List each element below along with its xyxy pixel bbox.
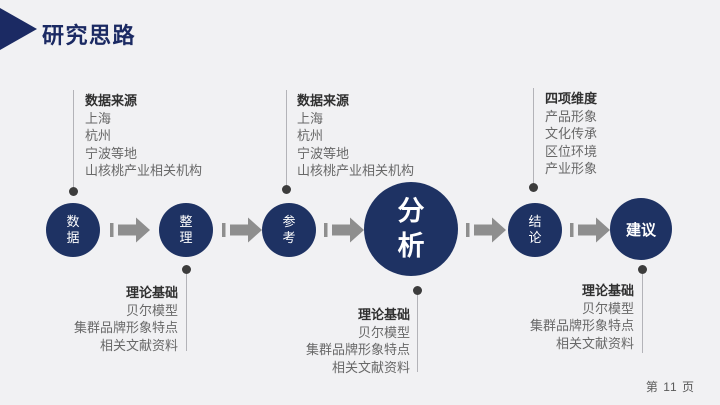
connector-line (642, 274, 643, 353)
note-item: 山核桃产业相关机构 (85, 163, 203, 178)
note-data-source-2: 数据来源 上海 杭州 宁波等地 山核桃产业相关机构 (297, 92, 414, 180)
note-item: 贝尔模型 (581, 300, 634, 316)
flow-step-data: 数据 (46, 203, 100, 257)
note-theory-basis-3: 理论基础 贝尔模型 集群品牌形象特点 相关文献资料 (530, 282, 634, 352)
flow-arrow-icon (570, 217, 610, 243)
connector-line (533, 88, 534, 183)
title-arrow-icon (0, 8, 37, 50)
note-theory-basis-2: 理论基础 贝尔模型 集群品牌形象特点 相关文献资料 (306, 306, 410, 376)
connector-dot (69, 187, 78, 196)
note-item: 贝尔模型 (357, 324, 410, 340)
flow-step-label: 整理 (179, 213, 193, 245)
flow-arrow-icon (222, 217, 262, 243)
note-item: 上海 (297, 110, 324, 126)
note-title: 数据来源 (297, 93, 350, 108)
note-theory-basis-1: 理论基础 贝尔模型 集群品牌形象特点 相关文献资料 (74, 284, 178, 354)
note-four-dimensions: 四项维度 产品形象 文化传承 区位环境 产业形象 (545, 90, 597, 178)
note-item: 相关文献资料 (99, 337, 178, 353)
note-item: 文化传承 (545, 126, 598, 141)
flow-step-label: 结论 (528, 213, 542, 245)
connector-dot (413, 286, 422, 295)
flow-step-organize: 整理 (159, 203, 213, 257)
note-item: 杭州 (85, 128, 112, 143)
connector-line (417, 295, 418, 372)
flow-arrow-icon (110, 217, 150, 243)
note-item: 宁波等地 (297, 145, 350, 161)
connector-line (73, 90, 74, 187)
note-item: 相关文献资料 (555, 335, 634, 351)
note-title: 理论基础 (581, 283, 634, 298)
flow-step-label: 建议 (625, 221, 656, 239)
note-title: 数据来源 (85, 93, 138, 108)
note-item: 相关文献资料 (331, 359, 410, 375)
note-item: 集群品牌形象特点 (73, 320, 178, 335)
flow-step-suggestion: 建议 (610, 198, 672, 260)
note-data-source-1: 数据来源 上海 杭州 宁波等地 山核桃产业相关机构 (85, 92, 202, 180)
note-item: 集群品牌形象特点 (305, 342, 410, 357)
note-item: 区位环境 (545, 143, 598, 159)
flow-step-label: 数据 (66, 213, 80, 245)
flow-step-analysis: 分析 (364, 182, 458, 276)
connector-dot (182, 265, 191, 274)
note-item: 山核桃产业相关机构 (297, 163, 415, 178)
connector-dot (638, 265, 647, 274)
connector-dot (529, 183, 538, 192)
flow-arrow-icon (324, 217, 364, 243)
connector-dot (282, 185, 291, 194)
page-number: 第 11 页 (645, 380, 695, 394)
note-title: 四项维度 (545, 91, 598, 106)
flow-step-reference: 参考 (262, 203, 316, 257)
note-title: 理论基础 (357, 307, 410, 322)
note-item: 产业形象 (545, 161, 598, 176)
connector-line (286, 90, 287, 185)
flow-arrow-icon (466, 217, 506, 243)
note-item: 宁波等地 (85, 145, 138, 161)
flow-step-label: 参考 (282, 213, 296, 245)
note-item: 集群品牌形象特点 (529, 318, 634, 333)
connector-line (186, 274, 187, 351)
note-item: 贝尔模型 (125, 302, 178, 318)
page-title: 研究思路 (42, 23, 137, 48)
note-item: 产品形象 (545, 108, 598, 124)
note-item: 杭州 (297, 128, 324, 143)
flow-step-conclusion: 结论 (508, 203, 562, 257)
note-title: 理论基础 (125, 285, 178, 300)
flow-step-label: 分析 (397, 195, 425, 261)
note-item: 上海 (85, 110, 112, 126)
